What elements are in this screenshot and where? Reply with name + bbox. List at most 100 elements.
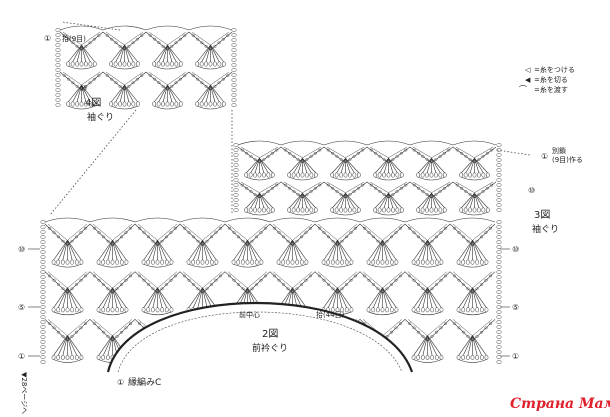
chain-loop [263, 274, 268, 278]
stitch-loop [79, 307, 84, 313]
stitch-loop [291, 207, 296, 213]
shell-edge [418, 211, 445, 216]
chain-loop [233, 183, 239, 187]
chain-loop [275, 148, 279, 152]
stitch-line [124, 85, 130, 103]
chain-loop [146, 283, 151, 286]
edge-column [231, 28, 237, 107]
stitch-loop [439, 259, 444, 265]
chain-loop [395, 190, 399, 193]
stitch-line [431, 193, 437, 209]
stitch-line [259, 193, 274, 209]
stitch-line [67, 240, 73, 261]
chain-loop [204, 45, 208, 48]
stitch-line [167, 85, 177, 103]
shell-motif [416, 193, 447, 216]
stitch-loop [119, 307, 124, 313]
chain-loop [183, 34, 187, 37]
shell-motif [186, 239, 219, 268]
stitch-line [422, 335, 428, 356]
stitch-loop [411, 355, 416, 360]
chain-loop [157, 41, 161, 45]
chain-loop [88, 81, 92, 85]
chain-loop [97, 74, 101, 77]
stitch-loop [65, 355, 70, 360]
stitch-line [197, 287, 203, 308]
chain-loop [326, 235, 331, 239]
shell-motif [456, 335, 489, 363]
chain-loop [417, 151, 421, 155]
stitch-loop [425, 307, 430, 313]
chevron [188, 71, 233, 91]
chain-loop [250, 287, 254, 291]
chevron [404, 223, 451, 246]
chain-loop [55, 58, 61, 62]
chain-loop [55, 48, 61, 52]
chevron [359, 223, 406, 246]
chain-loop [496, 345, 502, 349]
stitch-loop [339, 207, 343, 213]
chevron-inner [92, 319, 133, 337]
legend: ◁ =糸をつける ◀ =糸を切る ⌒ =糸を渡す [519, 65, 575, 94]
dotted-line [49, 109, 137, 216]
chevron [102, 71, 147, 91]
chain-loop [146, 235, 151, 239]
stitch-line [431, 158, 437, 174]
chain-loop [40, 235, 46, 239]
chain-loop [231, 53, 237, 57]
fig4-number: 4図 [85, 97, 101, 109]
chain-loop [196, 239, 200, 243]
chain-loop [295, 239, 299, 243]
chain-loop [62, 74, 66, 77]
chevron [404, 319, 451, 342]
stitch-line [202, 239, 213, 261]
chain-loop [119, 283, 124, 286]
chain-loop [259, 278, 263, 282]
chain-loop [485, 186, 489, 190]
chain-loop [443, 322, 448, 325]
chevron [449, 271, 496, 294]
chain-loop [326, 183, 330, 187]
stitch-line [417, 158, 432, 174]
stitch-loop [61, 259, 65, 265]
fig2-note: 拾(44目) [316, 310, 345, 319]
pattern-band [44, 271, 496, 294]
chevron-inner [92, 223, 133, 241]
chain-loop [349, 231, 353, 234]
stitch-line [167, 45, 177, 63]
stitch-line [292, 239, 303, 261]
chain-loop [233, 193, 239, 197]
stitch-loop [259, 259, 264, 265]
chain-loop [286, 287, 290, 291]
chain-loop [340, 239, 344, 243]
stitch-loop [248, 207, 253, 213]
chain-loop [109, 77, 114, 81]
stitch-line [205, 45, 211, 63]
chain-loop [55, 68, 61, 72]
stitch-loop [377, 207, 382, 213]
chain-loop [40, 255, 46, 259]
shell-edge [458, 311, 487, 316]
chain-loop [218, 274, 223, 278]
chain-loop [142, 278, 146, 282]
chain-loop [233, 163, 239, 167]
stitch-loop [152, 101, 157, 107]
stitch-line [422, 193, 432, 209]
chain-loop [170, 85, 174, 88]
stitch-line [427, 239, 438, 261]
chain-loop [196, 37, 200, 41]
scallop-arch [102, 25, 147, 31]
stitch-loop [439, 307, 444, 313]
stitch-line [292, 240, 298, 261]
chain-loop [55, 73, 61, 77]
shell-edge [332, 211, 359, 216]
stitch-line [337, 239, 348, 261]
chain-loop [484, 326, 488, 330]
chain-loop [135, 37, 139, 41]
chevron [280, 181, 325, 199]
chain-loop [317, 274, 322, 278]
fig2-number: 2図 [262, 328, 278, 340]
stitch-loop [88, 101, 93, 107]
chevron-inner [407, 223, 448, 241]
chain-loop [452, 226, 457, 230]
